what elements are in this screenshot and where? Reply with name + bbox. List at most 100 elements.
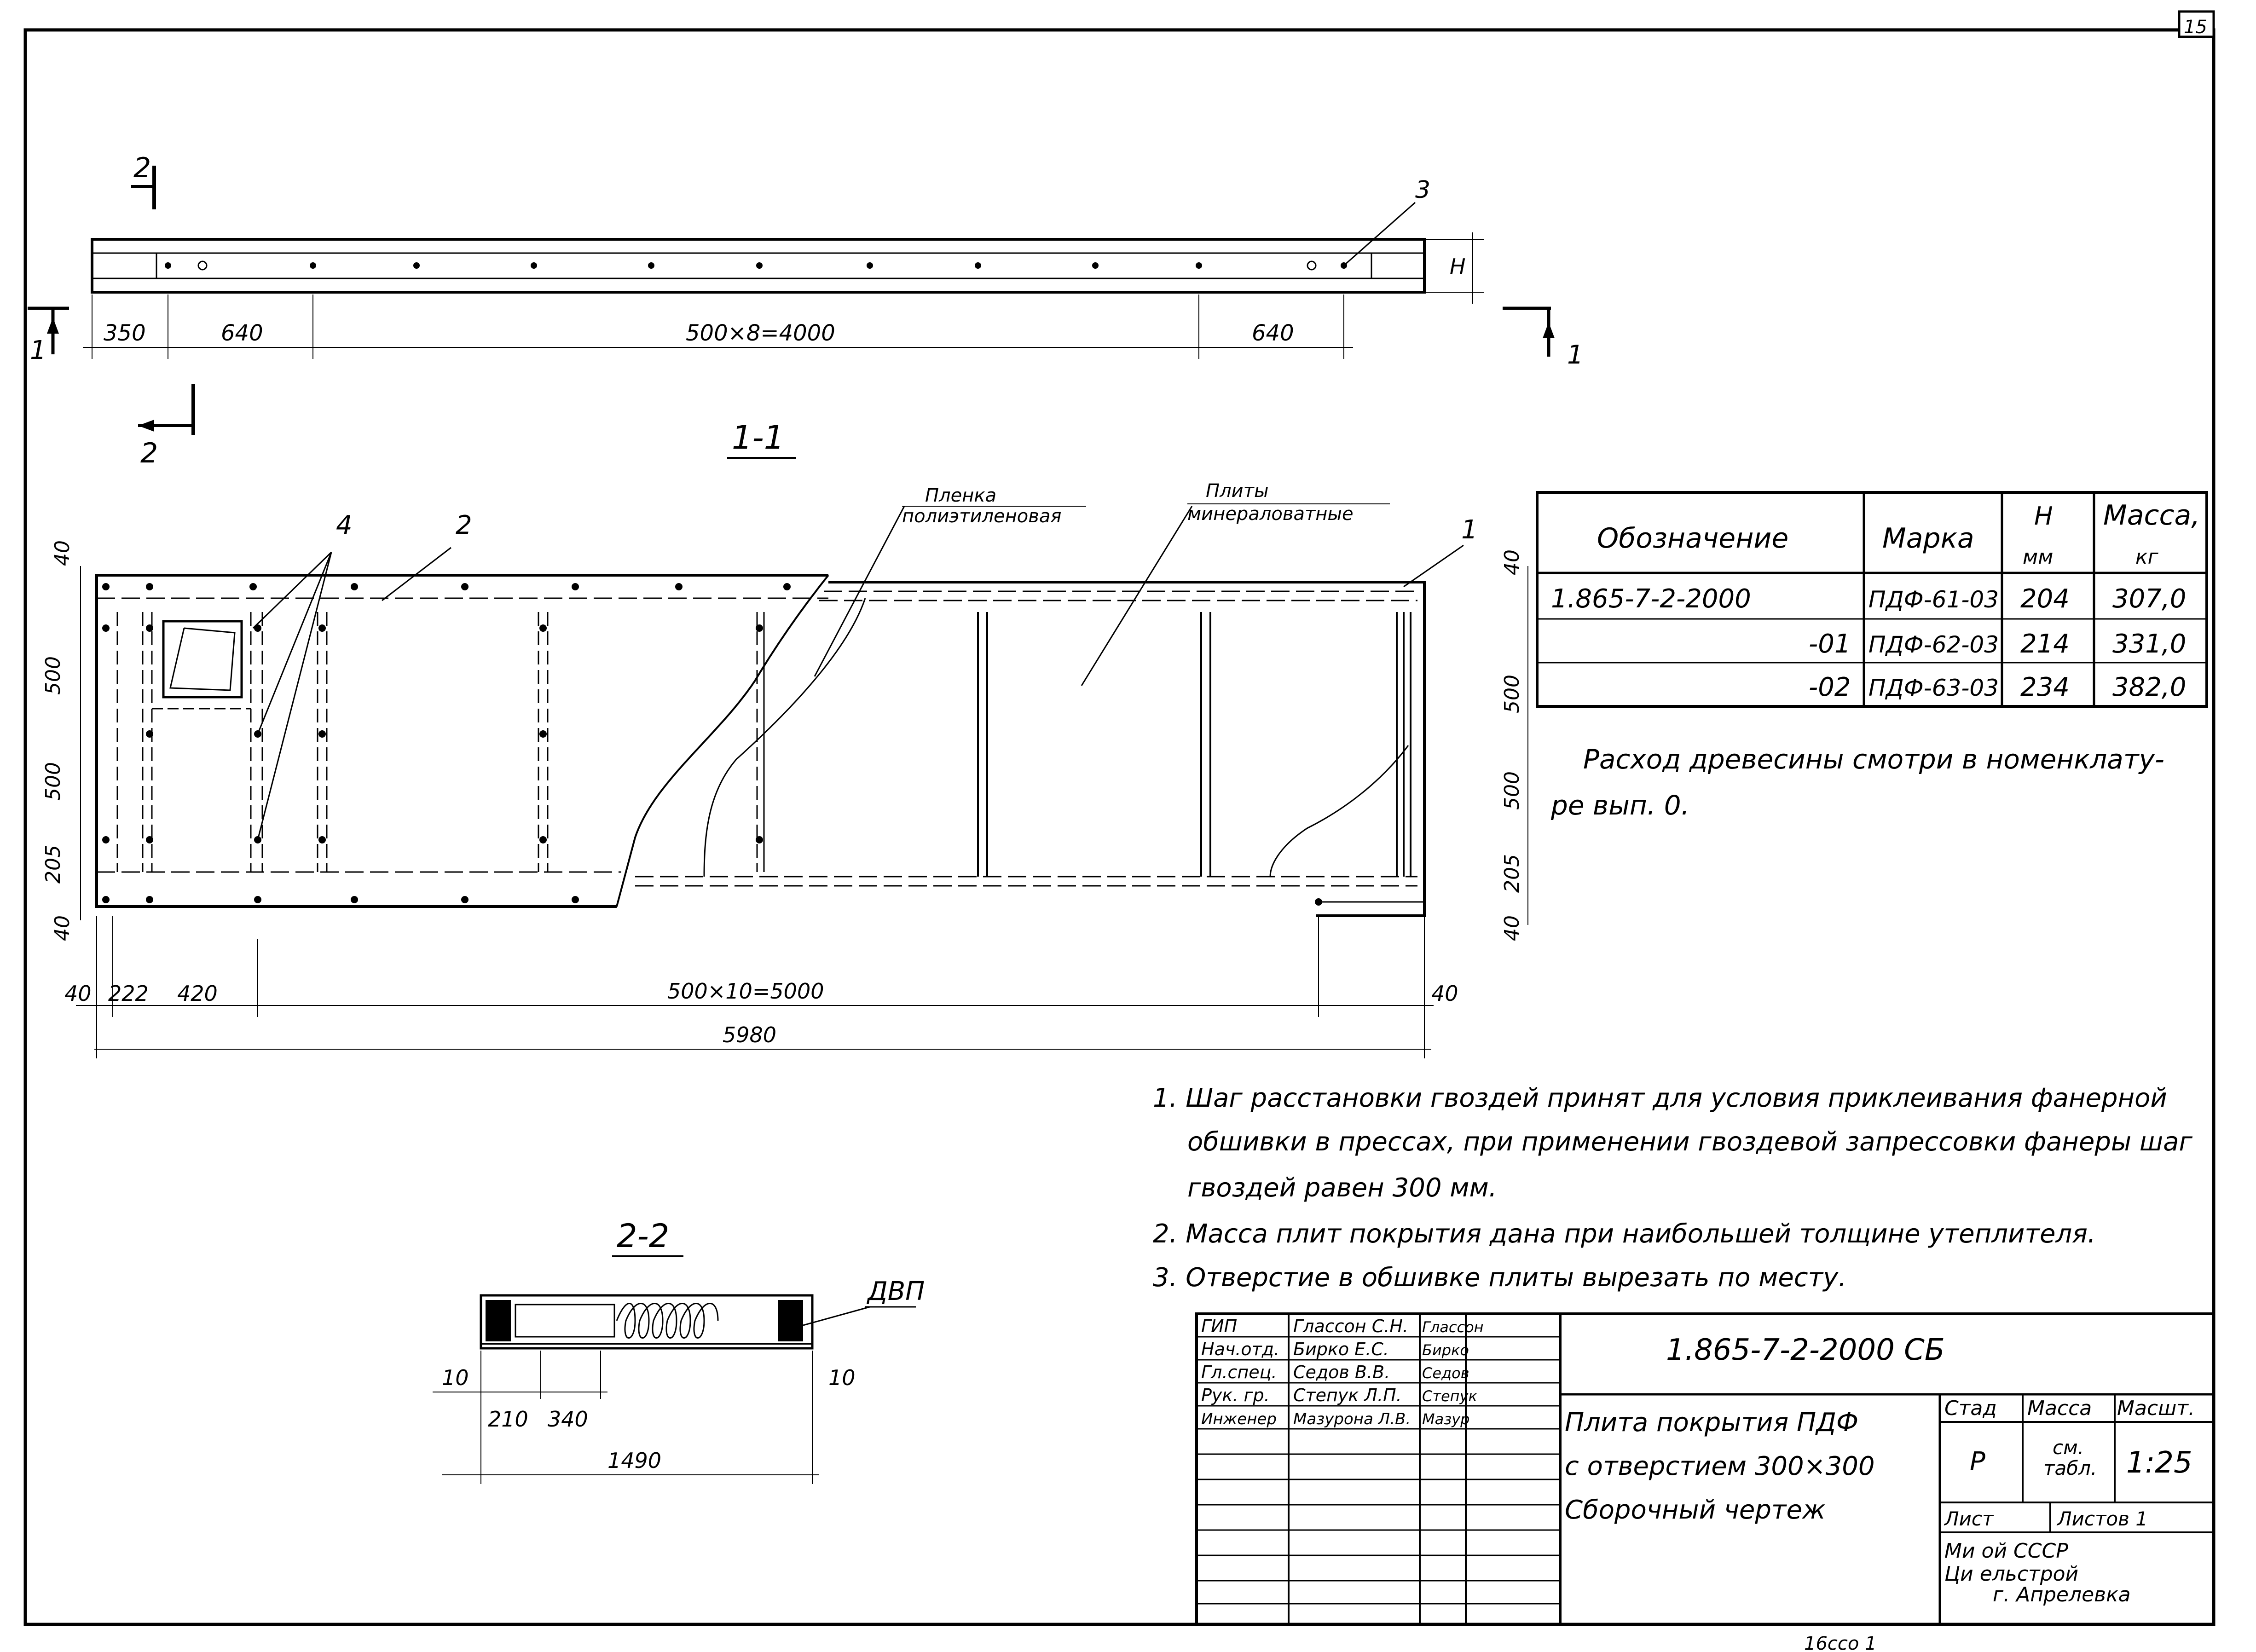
note-3: 3. Отверстие в обшивке плиты вырезать по…: [1153, 1263, 1846, 1293]
note-2: 2. Масса плит покрытия дана при наибольш…: [1153, 1219, 2096, 1249]
spec-header-designation: Обозначение: [1597, 522, 1788, 555]
top-dim-640-right: 640: [1252, 320, 1294, 346]
section-2-2-title: 2-2: [617, 1217, 669, 1255]
spec-cell-mass: 382,0: [2112, 672, 2186, 702]
tb-stage-value: Р: [1970, 1447, 1985, 1477]
tb-sheet-label: Лист: [1944, 1508, 1994, 1530]
tb-mass-value-line1: см.: [2053, 1436, 2084, 1459]
spec-header-h: H: [2034, 502, 2053, 531]
tb-mass-value-line2: табл.: [2043, 1457, 2097, 1479]
callout-2: 2: [456, 510, 472, 540]
tb-role-rukgr: Рук. гр.: [1201, 1385, 1270, 1405]
spec-row-2: -01 ПДФ-62-03 214 331,0: [1809, 629, 2186, 659]
spec-header-mass: Масса,: [2103, 499, 2200, 531]
spec-cell-designation: -02: [1809, 672, 1851, 702]
bottom-dim-40-right: 40: [1431, 981, 1458, 1006]
label-dvp: ДВП: [866, 1277, 925, 1306]
spec-header-mark: Марка: [1882, 522, 1974, 555]
tb-role-inzh: Инженер: [1201, 1410, 1277, 1428]
tb-signature-1: Глассон: [1422, 1318, 1484, 1336]
s22-dim-10-right: 10: [828, 1365, 856, 1390]
section-1-label-left: 1: [30, 335, 46, 365]
label-plates-line2: минераловатные: [1187, 503, 1354, 525]
tb-title-line1: Плита покрытия ПДФ: [1565, 1408, 1858, 1438]
note-1-line3: гвоздей равен 300 мм.: [1187, 1173, 1497, 1203]
spec-cell-designation: -01: [1809, 629, 1851, 659]
footer-stamp: 16ссо 1: [1804, 1633, 1877, 1652]
ribs-left: [116, 612, 765, 872]
wood-note-line1: Расход древесины смотри в номенклату-: [1583, 744, 2164, 775]
spec-cell-mark: ПДФ-63-03: [1868, 675, 1999, 701]
section-2-label-bottom: 2: [140, 437, 158, 469]
right-dim-40-bottom: 40: [1500, 915, 1524, 941]
section-nails: [102, 583, 1322, 906]
top-dim-350: 350: [104, 320, 146, 346]
spec-header-mass-unit: кг: [2135, 545, 2159, 569]
mineral-wool: [616, 1303, 719, 1339]
spec-cell-designation: 1.865-7-2-2000: [1551, 584, 1751, 614]
tb-sheets-label: Листов 1: [2056, 1508, 2148, 1530]
sheet-frame: 15: [23, 10, 2216, 1626]
label-film-line2: полиэтиленовая: [902, 506, 1061, 527]
tb-title-line3: Сборочный чертеж: [1565, 1495, 1825, 1525]
tb-role-nach: Нач.отд.: [1201, 1339, 1279, 1359]
spec-header-h-unit: мм: [2023, 545, 2053, 569]
section-1-1: 1-1: [41, 419, 1528, 1058]
spec-table: Обозначение Марка H мм Масса, кг 1.865-7…: [1536, 491, 2208, 708]
top-dim-640-left: 640: [221, 320, 263, 346]
right-dim-205: 205: [1500, 854, 1524, 893]
left-dim-40-top: 40: [51, 540, 74, 566]
tb-scale-header: Масшт.: [2117, 1397, 2195, 1420]
tb-org-line1: Ми ой СССР: [1944, 1539, 2068, 1563]
bottom-dim-420: 420: [177, 981, 218, 1006]
callout-4: 4: [336, 510, 353, 540]
spec-row-3: -02 ПДФ-63-03 234 382,0: [1809, 672, 2186, 702]
sheet-number: 15: [2184, 17, 2207, 38]
tb-signature-4: Степук: [1422, 1387, 1478, 1405]
callout-1: 1: [1461, 515, 1478, 545]
tb-name-1: Глассон С.Н.: [1293, 1316, 1408, 1336]
tb-signature-3: Седов: [1422, 1364, 1469, 1382]
right-dim-500-b: 500: [1500, 771, 1524, 810]
tb-signature-5: Мазур: [1422, 1410, 1469, 1428]
tb-signature-2: Бирко: [1422, 1341, 1469, 1359]
spec-cell-mass: 331,0: [2112, 629, 2186, 659]
right-dims: 40 500 500 205 40: [1500, 549, 1524, 941]
note-1-line1: 1. Шаг расстановки гвоздей принят для ус…: [1153, 1083, 2167, 1113]
dim-h: H: [1450, 254, 1466, 279]
section-1-label-right: 1: [1567, 340, 1584, 370]
tb-role-glspec: Гл.спец.: [1201, 1362, 1277, 1382]
s22-dim-210: 210: [488, 1407, 528, 1432]
spec-row-1: 1.865-7-2-2000 ПДФ-61-03 204 307,0: [1551, 584, 2186, 614]
ribs-right: [977, 612, 1411, 877]
spec-cell-mark: ПДФ-61-03: [1868, 586, 1999, 613]
tb-org-line2: Ци ельстрой: [1944, 1562, 2078, 1586]
s22-dim-10-left: 10: [442, 1365, 469, 1390]
tb-name-4: Степук Л.П.: [1293, 1385, 1402, 1405]
tb-role-gip: ГИП: [1201, 1316, 1237, 1336]
spec-cell-h: 234: [2020, 672, 2070, 702]
section-2-2: 2-2 ДВП 10 210 340 10 1490: [433, 1217, 925, 1484]
left-dim-205: 205: [41, 845, 65, 884]
left-dim-500-a: 500: [41, 656, 65, 695]
tb-scale-value: 1:25: [2126, 1446, 2192, 1480]
overall-dim-5980: 5980: [723, 1022, 776, 1047]
section-2-label-top: 2: [133, 152, 151, 184]
spec-cell-h: 204: [2020, 584, 2070, 614]
label-plates-line1: Плиты: [1206, 480, 1269, 502]
top-dim-4000: 500×8=4000: [686, 320, 835, 346]
opening-300x300: [162, 620, 243, 699]
tb-stage-header: Стад: [1944, 1397, 1997, 1420]
tb-document-code: 1.865-7-2-2000 СБ: [1666, 1333, 1945, 1367]
tb-name-3: Седов В.В.: [1293, 1362, 1390, 1382]
left-dim-40-bottom: 40: [51, 915, 74, 941]
tb-mass-header: Масса: [2027, 1397, 2092, 1420]
section-1-1-title: 1-1: [732, 419, 784, 456]
tb-title-line2: с отверстием 300×300: [1565, 1451, 1874, 1481]
s22-dim-340: 340: [548, 1407, 588, 1432]
left-dims: 40 500 500 205 40: [41, 540, 74, 941]
title-block: ГИП Нач.отд. Гл.спец. Рук. гр. Инженер Г…: [1195, 1312, 2215, 1626]
notes: 1. Шаг расстановки гвоздей принят для ус…: [1153, 1083, 2192, 1293]
bottom-dim-5000: 500×10=5000: [667, 979, 824, 1004]
top-nails: [165, 260, 1347, 271]
